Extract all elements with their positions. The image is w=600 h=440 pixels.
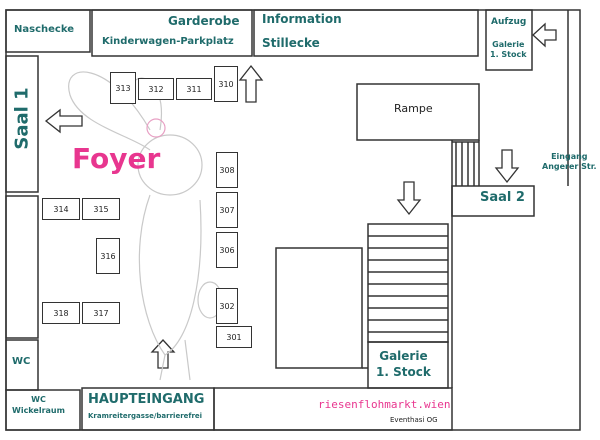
room-galerie-bottom — [367, 341, 449, 389]
label-eingang: Eingang Angerer Str. — [542, 152, 597, 171]
table-318: 318 — [42, 302, 80, 324]
table-317: 317 — [82, 302, 120, 324]
table-302: 302 — [216, 288, 238, 324]
label-kinderwagen: Kinderwagen-Parkplatz — [102, 36, 234, 47]
label-galerie-top: Galerie 1. Stock — [490, 40, 527, 59]
room-garderobe — [91, 9, 253, 57]
table-308: 308 — [216, 152, 238, 188]
room-rampe — [356, 83, 480, 141]
label-information: Information — [262, 12, 342, 26]
label-wc: WC — [12, 356, 31, 367]
table-307: 307 — [216, 192, 238, 228]
label-rampe: Rampe — [394, 102, 433, 115]
table-315: 315 — [82, 198, 120, 220]
bunny-mascot — [68, 71, 223, 381]
stairs — [367, 223, 449, 343]
table-316: 316 — [96, 238, 120, 274]
label-galerie-bottom: Galerie 1. Stock — [376, 349, 431, 379]
arrow-up-top — [238, 64, 264, 103]
room-brand — [213, 387, 453, 431]
arrow-left-saal1 — [44, 108, 83, 134]
label-aufzug: Aufzug — [491, 17, 527, 27]
room-saal-1 — [5, 55, 39, 193]
room-naschecke — [5, 9, 91, 53]
label-naschecke: Naschecke — [14, 24, 74, 35]
label-foyer: Foyer — [72, 142, 161, 175]
table-306: 306 — [216, 232, 238, 268]
arrow-left-aufzug — [532, 22, 557, 48]
arrow-up-entrance — [150, 339, 176, 369]
label-wc-wickelraum: WC Wickelraum — [12, 395, 65, 415]
brand-url: riesenflohmarkt.wien — [318, 398, 451, 411]
table-310: 310 — [214, 66, 238, 102]
arrow-down-saal2 — [494, 149, 520, 184]
label-haupteingang-sub: Kramreitergasse/barrierefrei — [88, 412, 203, 420]
room-wc-wickelraum — [5, 389, 81, 431]
label-saal-1: Saal 1 — [11, 87, 33, 150]
table-313: 313 — [110, 72, 136, 104]
table-312: 312 — [138, 78, 174, 100]
table-314: 314 — [42, 198, 80, 220]
room-saal-2 — [451, 185, 535, 217]
table-311: 311 — [176, 78, 212, 100]
room-aufzug — [485, 9, 533, 71]
label-haupteingang: HAUPTEINGANG — [88, 392, 205, 407]
room-center — [275, 247, 363, 369]
label-garderobe: Garderobe — [168, 14, 240, 28]
room-information — [253, 9, 479, 57]
company-name: Eventhasi OG — [390, 416, 438, 424]
label-stillecke: Stillecke — [262, 36, 320, 50]
label-saal-2: Saal 2 — [480, 190, 525, 205]
table-301: 301 — [216, 326, 252, 348]
room-left-lower — [5, 195, 39, 339]
arrow-down-stairs — [396, 181, 422, 216]
